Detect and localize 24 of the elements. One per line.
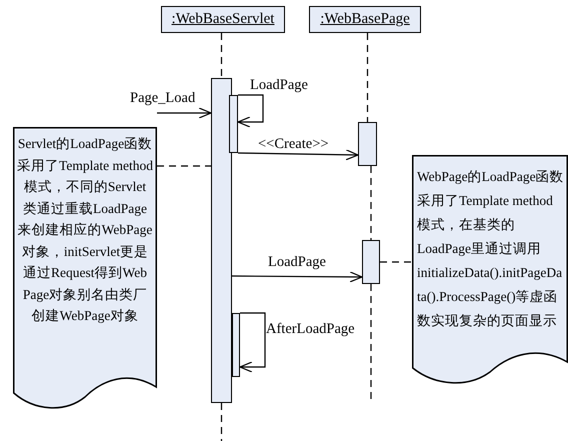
lifeline (220, 33, 222, 78)
message-arrow (239, 312, 266, 373)
anchor-line (380, 261, 412, 263)
activation-bar (362, 240, 380, 284)
lifeline-head: :WebBaseServlet (161, 6, 285, 33)
edge-label: AfterLoadPage (266, 321, 355, 337)
lifeline (370, 284, 372, 400)
edge-label: Page_Load (130, 90, 196, 106)
activation-bar (358, 122, 377, 166)
lifeline (220, 403, 222, 441)
lifeline (366, 33, 368, 122)
edge-label: <<Create>> (258, 136, 329, 152)
message-arrow (237, 94, 264, 128)
lifeline (370, 166, 372, 240)
edge-label: LoadPage (250, 77, 308, 93)
lifeline-head: :WebBasePage (309, 6, 421, 33)
message-arrow (157, 107, 212, 119)
anchor-line (157, 165, 211, 167)
activation-bar (232, 313, 240, 377)
message-arrow (232, 271, 363, 282)
message-arrow (238, 149, 359, 160)
activation-bar (211, 78, 232, 403)
edge-label: LoadPage (268, 254, 326, 270)
activation-bar (229, 95, 238, 153)
